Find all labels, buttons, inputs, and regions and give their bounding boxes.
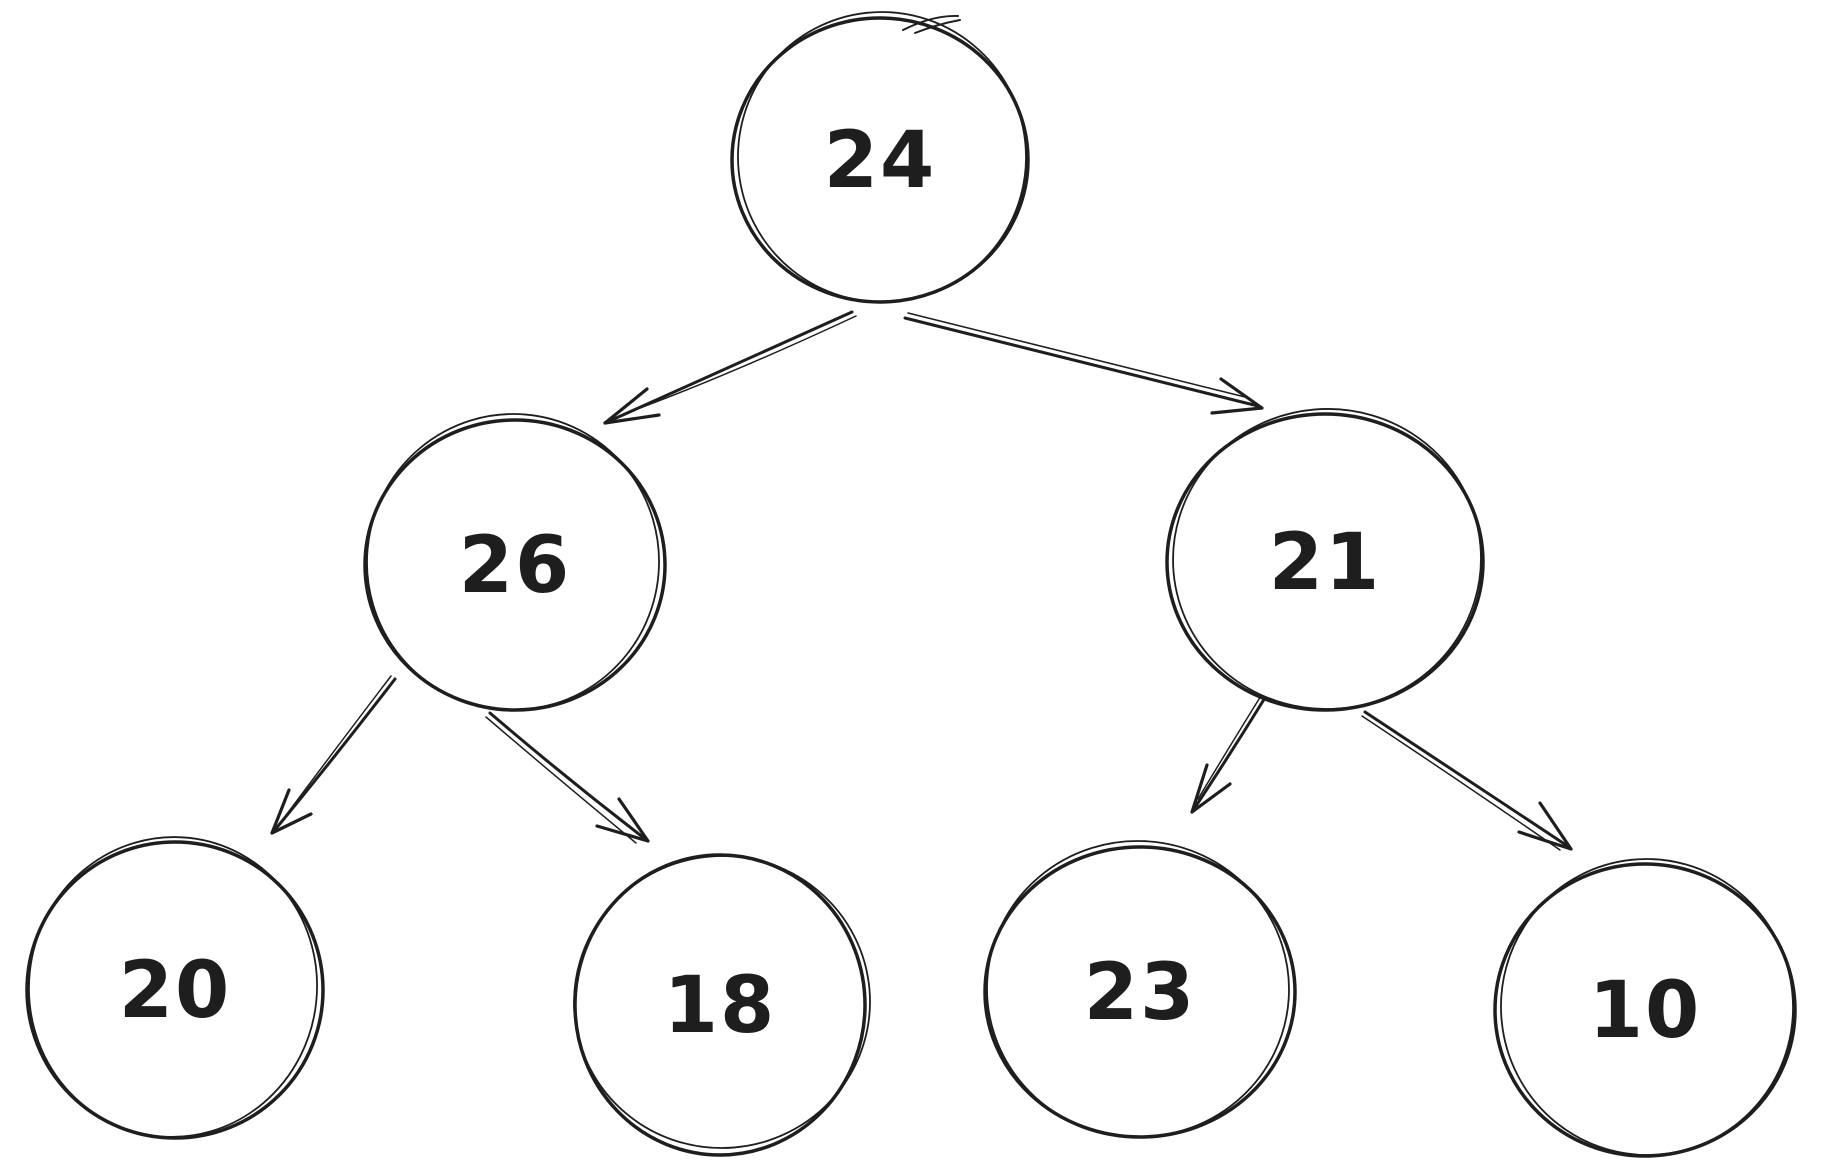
node-label: 20 xyxy=(119,946,232,1036)
edge-shaft-doubling xyxy=(280,675,392,823)
tree-node-right-left: 23 xyxy=(983,840,1297,1139)
node-circle-sketch-pass xyxy=(28,836,318,1138)
edge-shaft xyxy=(603,310,854,425)
edge-arrow-21-10 xyxy=(1361,710,1573,851)
node-circle-sketch-pass xyxy=(1172,408,1482,710)
tree-node-left: 26 xyxy=(363,413,667,712)
node-label: 23 xyxy=(1084,948,1197,1038)
edge-shaft xyxy=(903,316,1260,408)
arrowhead-down-left-icon xyxy=(1190,763,1232,814)
edge-shaft-doubling xyxy=(639,315,857,409)
edge-shaft xyxy=(1363,710,1568,847)
arrowhead-down-right-icon xyxy=(1210,377,1264,415)
node-circle xyxy=(25,840,325,1140)
edge-shaft xyxy=(1192,691,1270,811)
arrowhead-down-left-icon xyxy=(270,788,313,835)
arrowhead-down-left-icon xyxy=(603,387,661,425)
arrowhead-down-right-icon xyxy=(1517,801,1573,851)
edge-arrow-24-26 xyxy=(603,310,857,425)
arrowhead-down-right-icon xyxy=(595,797,650,843)
node-circle-sketch-pass xyxy=(986,840,1290,1138)
edge-shaft-doubling xyxy=(485,716,637,844)
node-circle-sketch-pass xyxy=(573,855,871,1149)
tree-node-left-left: 20 xyxy=(25,836,325,1140)
node-circle xyxy=(573,853,867,1157)
node-circle-sketch-pass xyxy=(366,413,660,711)
node-label: 24 xyxy=(824,116,937,206)
node-circle-sketch-pass xyxy=(1500,858,1794,1156)
node-label: 10 xyxy=(1589,966,1702,1056)
edge-shaft xyxy=(272,677,397,833)
edge-shaft xyxy=(488,711,646,840)
tree-node-right-right: 10 xyxy=(1493,858,1797,1158)
edge-arrow-26-20 xyxy=(270,675,397,835)
tree-node-left-right: 18 xyxy=(573,853,871,1157)
node-circle xyxy=(1165,412,1485,712)
edge-shaft-doubling xyxy=(907,312,1246,398)
edge-arrow-21-23 xyxy=(1190,690,1270,814)
edge-arrow-26-18 xyxy=(485,711,650,844)
edge-shaft-doubling xyxy=(1197,690,1265,800)
pen-flourish xyxy=(902,14,961,34)
node-label: 26 xyxy=(459,521,572,611)
node-label: 18 xyxy=(664,961,777,1051)
edge-shaft-doubling xyxy=(1361,715,1561,851)
tree-node-root: 24 xyxy=(730,11,1030,304)
node-label: 21 xyxy=(1269,518,1382,608)
tree-node-right: 21 xyxy=(1165,408,1485,712)
node-circle-sketch-pass xyxy=(737,11,1027,303)
node-circle xyxy=(1493,862,1797,1158)
edge-arrow-24-21 xyxy=(903,312,1264,415)
